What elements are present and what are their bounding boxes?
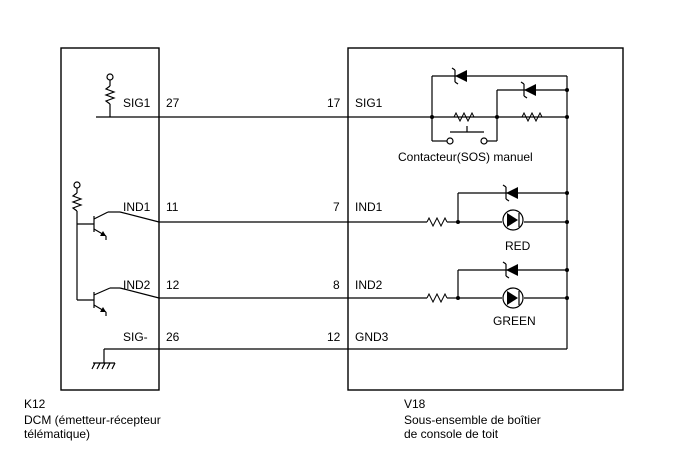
v18-pin-ind2-label: IND2	[355, 278, 383, 292]
v18-sig1-resistor-2	[521, 111, 543, 123]
v18-led-red-label: RED	[505, 239, 531, 253]
v18-name-line1: Sous-ensemble de boîtier	[404, 413, 541, 427]
k12-transistor-ind2	[77, 287, 160, 316]
k12-pin-sig-label: SIG-	[123, 330, 148, 344]
k12-ground-symbol	[91, 348, 159, 370]
v18-name-line2: de console de toit	[404, 427, 499, 441]
v18-pin-gnd3-label: GND3	[355, 330, 389, 344]
v18-sig1-resistor-1	[453, 111, 475, 123]
k12-pin-sig-number: 26	[166, 330, 180, 344]
v18-sos-switch[interactable]	[432, 117, 498, 145]
v18-code: V18	[404, 397, 426, 411]
v18-pin-sig1-label: SIG1	[355, 96, 383, 110]
k12-pin-ind1-number: 11	[166, 200, 179, 214]
v18-pin-sig1-number: 17	[327, 96, 341, 110]
v18-switch-label: Contacteur(SOS) manuel	[398, 150, 533, 164]
v18-diode-ind1	[502, 184, 518, 202]
v18-led-red-icon	[502, 209, 524, 231]
v18-diode-ind2	[502, 261, 518, 279]
k12-pin-sig1-label: SIG1	[123, 96, 151, 110]
v18-pin-gnd3-number: 12	[327, 330, 341, 344]
v18-led-green-icon	[502, 287, 524, 309]
v18-pin-ind1-number: 7	[333, 200, 340, 214]
k12-pin-sig1-number: 27	[166, 96, 180, 110]
k12-ind-pullup	[71, 181, 83, 300]
v18-ind1-resistor	[426, 216, 448, 228]
k12-name-line1: DCM (émetteur-récepteur	[24, 413, 161, 427]
k12-name-line2: télématique)	[24, 427, 90, 441]
v18-pin-ind2-number: 8	[333, 278, 340, 292]
v18-zener-diode-second	[496, 81, 567, 117]
k12-box	[60, 47, 160, 391]
k12-pin-ind2-number: 12	[166, 278, 180, 292]
k12-pin-ind1-label: IND1	[123, 200, 151, 214]
k12-code: K12	[24, 397, 46, 411]
k12-sig1-pullup	[96, 73, 159, 118]
v18-led-green-label: GREEN	[493, 314, 536, 328]
k12-pin-ind2-label: IND2	[123, 278, 151, 292]
v18-ind2-resistor	[426, 292, 448, 304]
v18-pin-ind1-label: IND1	[355, 200, 383, 214]
v18-zener-diode-top	[431, 67, 567, 141]
v18-box	[347, 47, 624, 391]
k12-transistor-ind1	[77, 211, 160, 240]
v18-junction-dots	[430, 88, 569, 300]
